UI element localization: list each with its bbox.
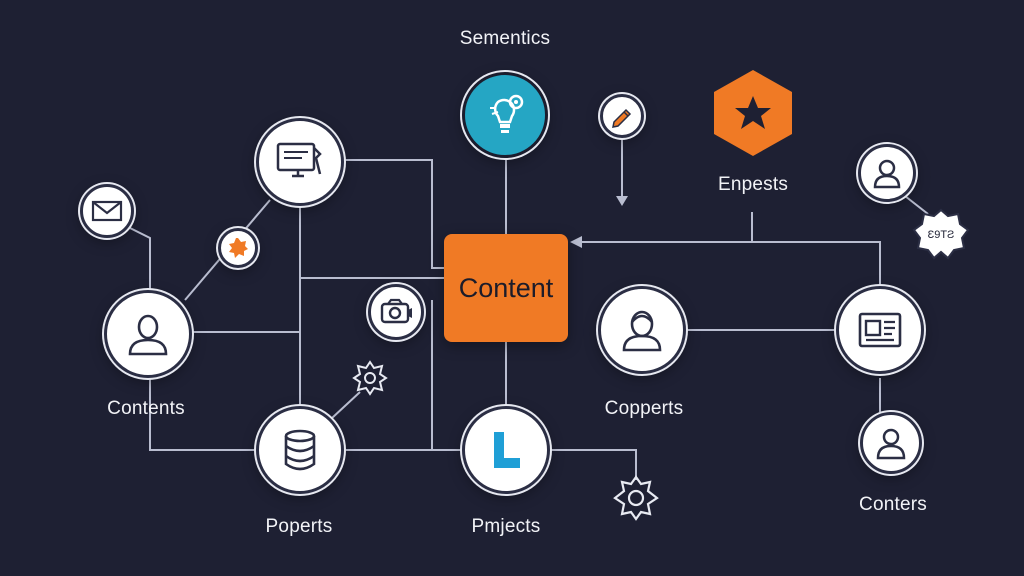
- wire-projects-right: [550, 449, 637, 480]
- mail-node[interactable]: [80, 184, 134, 238]
- pen-node[interactable]: [600, 94, 644, 138]
- monitor-node[interactable]: [256, 118, 344, 206]
- gear-badge[interactable]: Ɛ9TƧ: [912, 208, 970, 260]
- content-box[interactable]: Content: [444, 234, 568, 342]
- arrow-pen-down: [616, 196, 628, 206]
- small-gear-icon[interactable]: [352, 360, 388, 396]
- semantics-node[interactable]: [462, 72, 548, 158]
- projects-node[interactable]: [462, 406, 550, 494]
- contents-label: Contents: [107, 398, 185, 419]
- projects-label: Pmjects: [471, 516, 541, 537]
- camera-gear-icon: [380, 298, 412, 324]
- wire-mail: [129, 227, 151, 290]
- media-node[interactable]: [836, 286, 924, 374]
- wire-contents-down: [149, 372, 256, 451]
- orange-gear-icon: [229, 238, 248, 258]
- database-icon: [284, 429, 316, 471]
- user-icon: [876, 428, 906, 460]
- camera-node[interactable]: [368, 284, 424, 340]
- enpests-label: Enpests: [717, 174, 789, 195]
- contents-node[interactable]: [104, 290, 192, 378]
- star-icon: [735, 96, 771, 129]
- top-right-user-node[interactable]: [858, 144, 916, 202]
- poperts-label: Poperts: [265, 516, 333, 537]
- monitor-tools-icon: [276, 142, 322, 178]
- copperts-label: Copperts: [604, 398, 684, 419]
- wire-media-up: [580, 241, 881, 290]
- user-icon: [128, 314, 168, 356]
- semantics-label: Sementics: [459, 28, 551, 49]
- letter-l-icon: [494, 432, 520, 468]
- hexagon-badge[interactable]: [712, 68, 794, 158]
- gear-badge-text: Ɛ9TƧ: [928, 229, 955, 241]
- wire-database-camera: [331, 391, 361, 419]
- copperts-node[interactable]: [598, 286, 686, 374]
- user-icon: [622, 310, 662, 352]
- gear-icon[interactable]: [612, 474, 660, 522]
- conters-node[interactable]: [860, 412, 922, 474]
- lightbulb-gear-icon: [490, 94, 524, 133]
- wire-user-badge: [904, 195, 929, 215]
- conters-label: Conters: [859, 494, 927, 515]
- user-icon: [873, 159, 901, 189]
- pencil-icon: [612, 108, 632, 128]
- wire-monitor-content: [342, 159, 444, 269]
- database-node[interactable]: [256, 406, 344, 494]
- arrow-into-content: [570, 236, 582, 248]
- envelope-icon: [91, 200, 123, 222]
- orange-gear-node[interactable]: [218, 228, 258, 268]
- media-card-icon: [858, 312, 902, 348]
